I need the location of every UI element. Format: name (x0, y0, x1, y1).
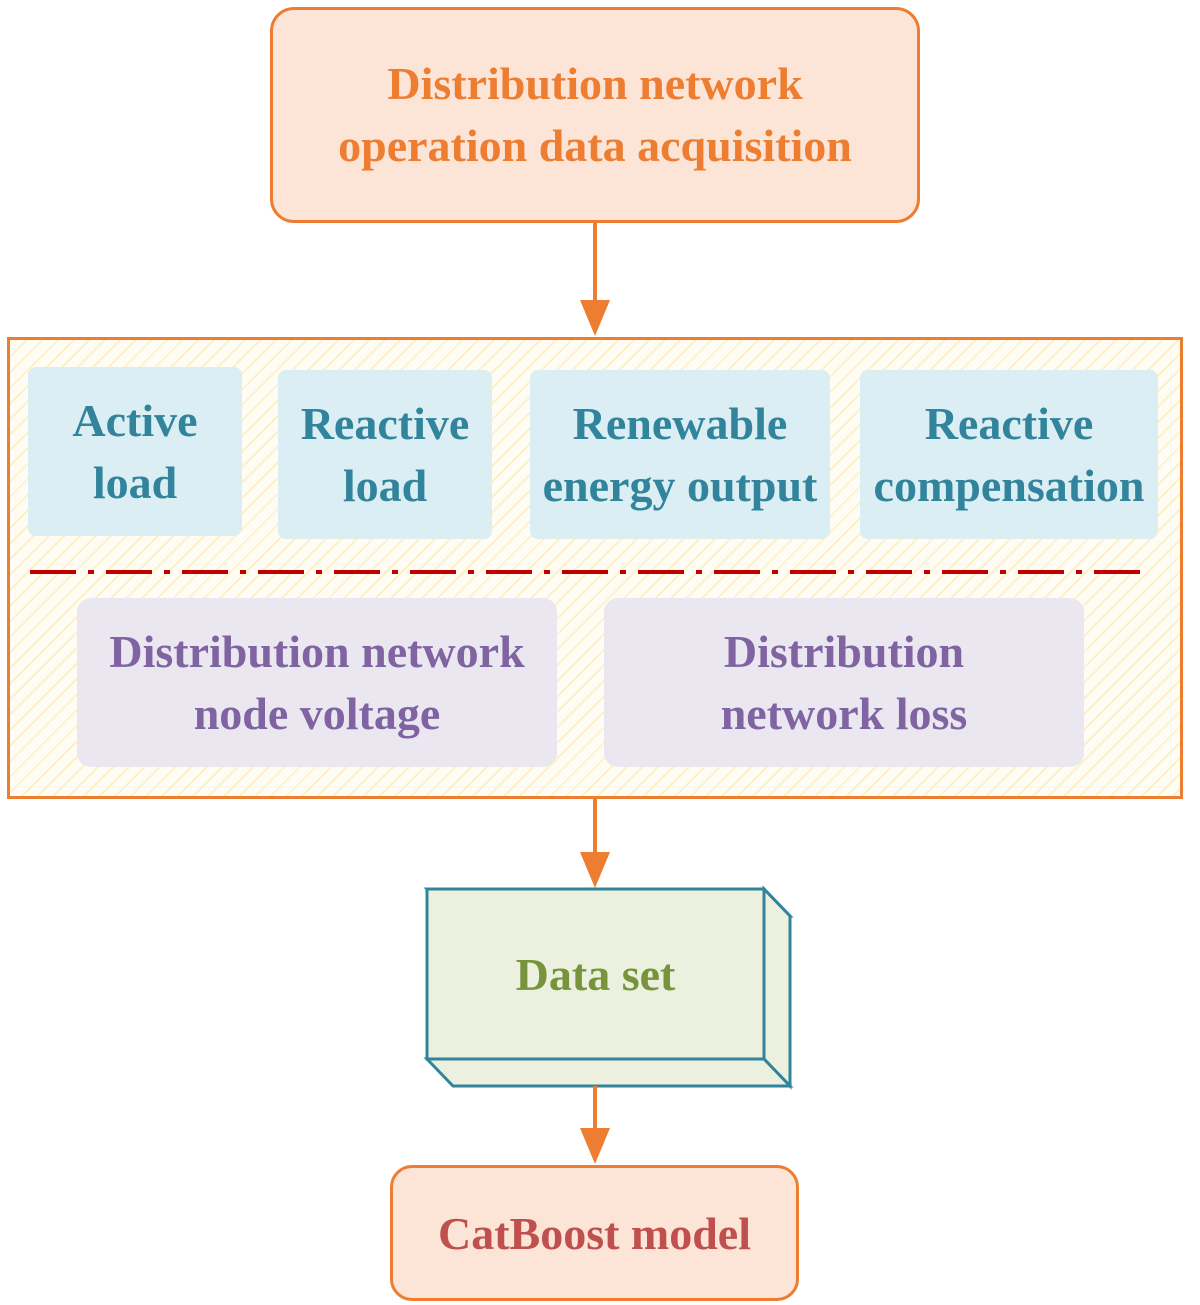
dataset-label: Data set (515, 948, 676, 1000)
data-acquisition-box: Distribution network operation data acqu… (270, 7, 920, 223)
reactive-compensation-box: Reactive compensation (860, 370, 1158, 539)
network-loss-line-1: Distribution (723, 625, 965, 677)
arrow-acquisition-to-container (580, 223, 610, 336)
node-voltage-line-2: node voltage (193, 687, 441, 739)
arrow-container-to-dataset (580, 799, 610, 888)
reactive-compensation-line-2: compensation (873, 459, 1145, 511)
active-load-box: Active load (28, 367, 242, 536)
catboost-model-box: CatBoost model (390, 1165, 799, 1301)
reactive-compensation-line-1: Reactive (924, 397, 1094, 449)
data-acquisition-line-1: Distribution network (387, 58, 803, 109)
node-voltage-box: Distribution network node voltage (77, 598, 557, 767)
reactive-load-line-2: load (342, 459, 428, 511)
network-loss-line-2: network loss (720, 687, 968, 739)
renewable-energy-output-box: Renewable energy output (530, 370, 830, 539)
node-voltage-line-1: Distribution network (109, 625, 525, 677)
network-loss-box: Distribution network loss (604, 598, 1084, 767)
catboost-model-label: CatBoost model (437, 1207, 752, 1259)
dataset-cube-side-face (762, 885, 792, 1090)
renewable-energy-output-line-1: Renewable (572, 397, 788, 449)
active-load-line-1: Active (72, 394, 198, 446)
arrow-dataset-to-model (580, 1086, 610, 1164)
data-acquisition-line-2: operation data acquisition (338, 120, 852, 171)
active-load-line-2: load (92, 456, 178, 508)
renewable-energy-output-line-2: energy output (542, 459, 818, 511)
reactive-load-line-1: Reactive (300, 397, 470, 449)
reactive-load-box: Reactive load (278, 370, 492, 539)
dataset-cube-bottom-face (423, 1057, 794, 1088)
